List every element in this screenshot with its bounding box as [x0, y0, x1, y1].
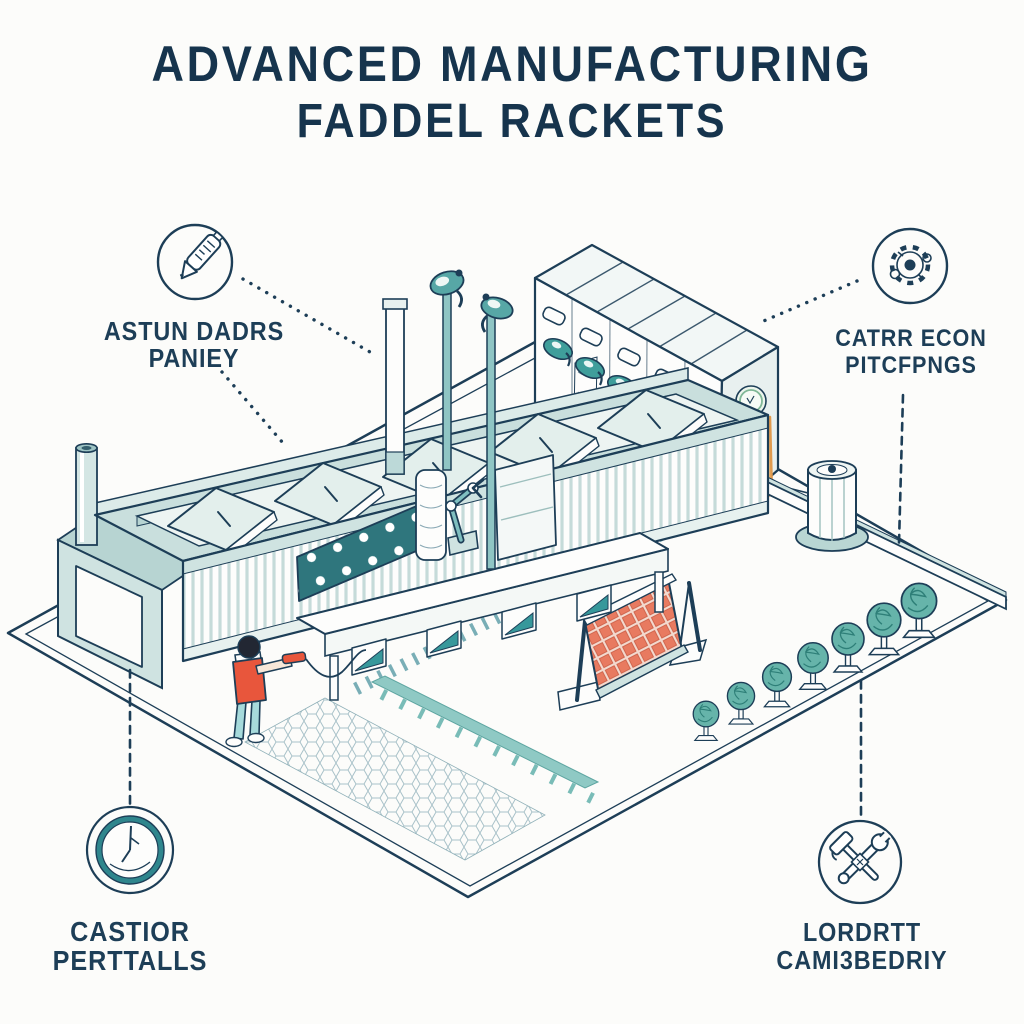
roof-pillar [382, 298, 408, 475]
callout-label-bottom-left: CASTIOR PERTTALLS [29, 917, 231, 975]
callout-bottom-right-line1: LORDRTT [802, 917, 922, 947]
connector-line [241, 277, 379, 358]
entry-door [75, 565, 143, 668]
title-line-2: FADDEL RACKETS [296, 95, 728, 148]
robot-arm-station [415, 454, 557, 561]
connector-line [897, 393, 905, 545]
callout-bottom-right-line2: CAMI3BEDRIY [776, 945, 948, 975]
connector-line [220, 370, 285, 445]
gantry-grabber [429, 269, 465, 308]
page-title: ADVANCED MANUFACTURING FADDEL RACKETS [51, 36, 973, 150]
callout-label-bottom-right: LORDRTT CAMI3BEDRIY [752, 918, 972, 974]
connector-line [757, 279, 859, 325]
honeycomb-floor-area [244, 697, 546, 861]
conveyor-track-strip [370, 675, 600, 805]
work-counter [296, 532, 669, 701]
callout-bottom-left-line1: CASTIOR [70, 916, 190, 947]
crossed-tools-icon [817, 819, 903, 905]
callout-top-right-line2: PITCFPNGS [845, 352, 977, 379]
callout-top-left-line2: PANIEY [148, 343, 240, 373]
tool-cable [305, 649, 367, 678]
gear-mechanism-icon [871, 227, 949, 305]
chimney-stack [75, 442, 98, 546]
waste-bin [795, 460, 869, 552]
worker-figure [225, 635, 367, 748]
connector-lines [128, 277, 905, 818]
callout-top-left-line1: ASTUN DADRS [103, 316, 285, 346]
engraving-pen-icon [156, 223, 234, 301]
callout-label-top-left: ASTUN DADRS PANIEY [73, 318, 314, 372]
callout-bottom-left-line2: PERTTALLS [52, 945, 208, 976]
gantry-grabber [480, 293, 514, 333]
title-line-1: ADVANCED MANUFACTURING [151, 36, 873, 92]
handheld-tool [281, 651, 307, 665]
clock-gauge-icon [85, 805, 175, 895]
callout-top-right-line1: CATRR ECON [835, 325, 987, 352]
overhead-gantry [429, 269, 514, 570]
callout-label-top-right: CATRR ECON PITCFPNGS [795, 325, 1024, 379]
